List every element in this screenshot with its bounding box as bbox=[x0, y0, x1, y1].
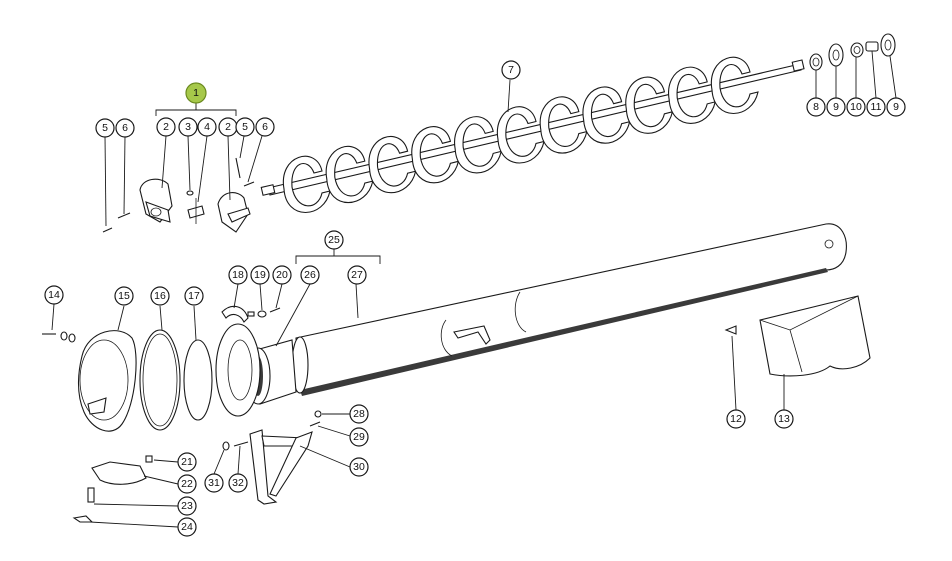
callout-7: 7 bbox=[501, 60, 521, 80]
callout-23: 23 bbox=[177, 496, 197, 516]
auger-flight bbox=[539, 96, 588, 154]
svg-text:3: 3 bbox=[185, 121, 191, 133]
callout-5: 5 bbox=[235, 117, 255, 137]
auger-tube bbox=[215, 223, 847, 417]
callout-21: 21 bbox=[177, 452, 197, 472]
callout-9: 9 bbox=[826, 97, 846, 117]
svg-text:2: 2 bbox=[225, 121, 231, 133]
callout-15: 15 bbox=[114, 286, 134, 306]
auger-flight bbox=[411, 126, 460, 184]
svg-text:32: 32 bbox=[232, 477, 244, 489]
callout-1: 1 bbox=[185, 82, 207, 104]
callout-13: 13 bbox=[774, 409, 794, 429]
svg-text:16: 16 bbox=[154, 290, 166, 302]
callout-28: 28 bbox=[349, 404, 369, 424]
callout-30: 30 bbox=[349, 457, 369, 477]
callout-25: 25 bbox=[324, 230, 344, 250]
callout-24: 24 bbox=[177, 517, 197, 537]
leader-lines bbox=[51, 50, 897, 528]
svg-text:7: 7 bbox=[508, 64, 514, 76]
svg-text:21: 21 bbox=[181, 456, 193, 468]
svg-text:13: 13 bbox=[778, 413, 790, 425]
auger-flight bbox=[710, 56, 759, 115]
hopper-housing bbox=[724, 295, 871, 377]
callout-11: 11 bbox=[866, 97, 886, 117]
callout-9: 9 bbox=[886, 97, 906, 117]
svg-text:24: 24 bbox=[181, 521, 193, 533]
auger-screw bbox=[260, 56, 805, 214]
svg-text:28: 28 bbox=[353, 408, 365, 420]
auger-flight bbox=[368, 135, 417, 194]
callout-labels: 1 2 3 4 2 5 6 5 6 7 8 9 10 11 9 25 14 15… bbox=[44, 60, 906, 537]
callout-8: 8 bbox=[806, 97, 826, 117]
callout-2: 2 bbox=[156, 117, 176, 137]
svg-text:17: 17 bbox=[188, 290, 200, 302]
callout-16: 16 bbox=[150, 286, 170, 306]
svg-text:9: 9 bbox=[893, 101, 899, 113]
callout-10: 10 bbox=[846, 97, 866, 117]
auger-flight bbox=[496, 106, 545, 164]
auger-flight bbox=[325, 145, 374, 204]
svg-text:25: 25 bbox=[328, 234, 340, 246]
callout-19: 19 bbox=[250, 265, 270, 285]
svg-text:30: 30 bbox=[353, 461, 365, 473]
svg-text:9: 9 bbox=[833, 101, 839, 113]
callout-32: 32 bbox=[228, 473, 248, 493]
svg-text:23: 23 bbox=[181, 500, 193, 512]
callout-14: 14 bbox=[44, 285, 64, 305]
auger-flight bbox=[625, 76, 674, 134]
callout-26: 26 bbox=[300, 265, 320, 285]
svg-text:14: 14 bbox=[48, 289, 60, 301]
svg-text:26: 26 bbox=[304, 269, 316, 281]
callout-27: 27 bbox=[347, 265, 367, 285]
auger-flight bbox=[582, 86, 631, 144]
svg-text:19: 19 bbox=[254, 269, 266, 281]
svg-text:5: 5 bbox=[102, 122, 108, 134]
callout-29: 29 bbox=[349, 427, 369, 447]
svg-text:6: 6 bbox=[262, 121, 268, 133]
svg-text:6: 6 bbox=[122, 122, 128, 134]
callout-4: 4 bbox=[197, 117, 217, 137]
callout-31: 31 bbox=[204, 473, 224, 493]
callout-3: 3 bbox=[178, 117, 198, 137]
auger-flight bbox=[454, 116, 502, 174]
callout-12: 12 bbox=[726, 409, 746, 429]
callout-5: 5 bbox=[95, 118, 115, 138]
svg-text:5: 5 bbox=[242, 121, 248, 133]
universal-joint-group bbox=[102, 157, 255, 233]
support-bracket-group bbox=[72, 410, 322, 523]
callout-20: 20 bbox=[272, 265, 292, 285]
svg-text:2: 2 bbox=[163, 121, 169, 133]
svg-text:22: 22 bbox=[181, 478, 193, 490]
svg-text:29: 29 bbox=[353, 431, 365, 443]
svg-text:18: 18 bbox=[232, 269, 244, 281]
svg-text:27: 27 bbox=[351, 269, 363, 281]
auger-flight bbox=[668, 66, 716, 124]
svg-text:1: 1 bbox=[193, 87, 199, 99]
callout-22: 22 bbox=[177, 474, 197, 494]
auger-flight bbox=[282, 155, 331, 214]
svg-text:15: 15 bbox=[118, 290, 130, 302]
svg-text:8: 8 bbox=[813, 101, 819, 113]
callout-18: 18 bbox=[228, 265, 248, 285]
callout-6: 6 bbox=[115, 118, 135, 138]
svg-text:31: 31 bbox=[208, 477, 220, 489]
bearing-parts bbox=[809, 33, 896, 71]
callout-17: 17 bbox=[184, 286, 204, 306]
svg-text:20: 20 bbox=[276, 269, 288, 281]
svg-text:11: 11 bbox=[871, 101, 882, 113]
end-cover-group bbox=[42, 329, 213, 432]
callout-2: 2 bbox=[218, 117, 238, 137]
svg-text:12: 12 bbox=[730, 413, 742, 425]
svg-text:4: 4 bbox=[204, 121, 210, 133]
callout-6: 6 bbox=[255, 117, 275, 137]
svg-text:10: 10 bbox=[850, 101, 862, 113]
